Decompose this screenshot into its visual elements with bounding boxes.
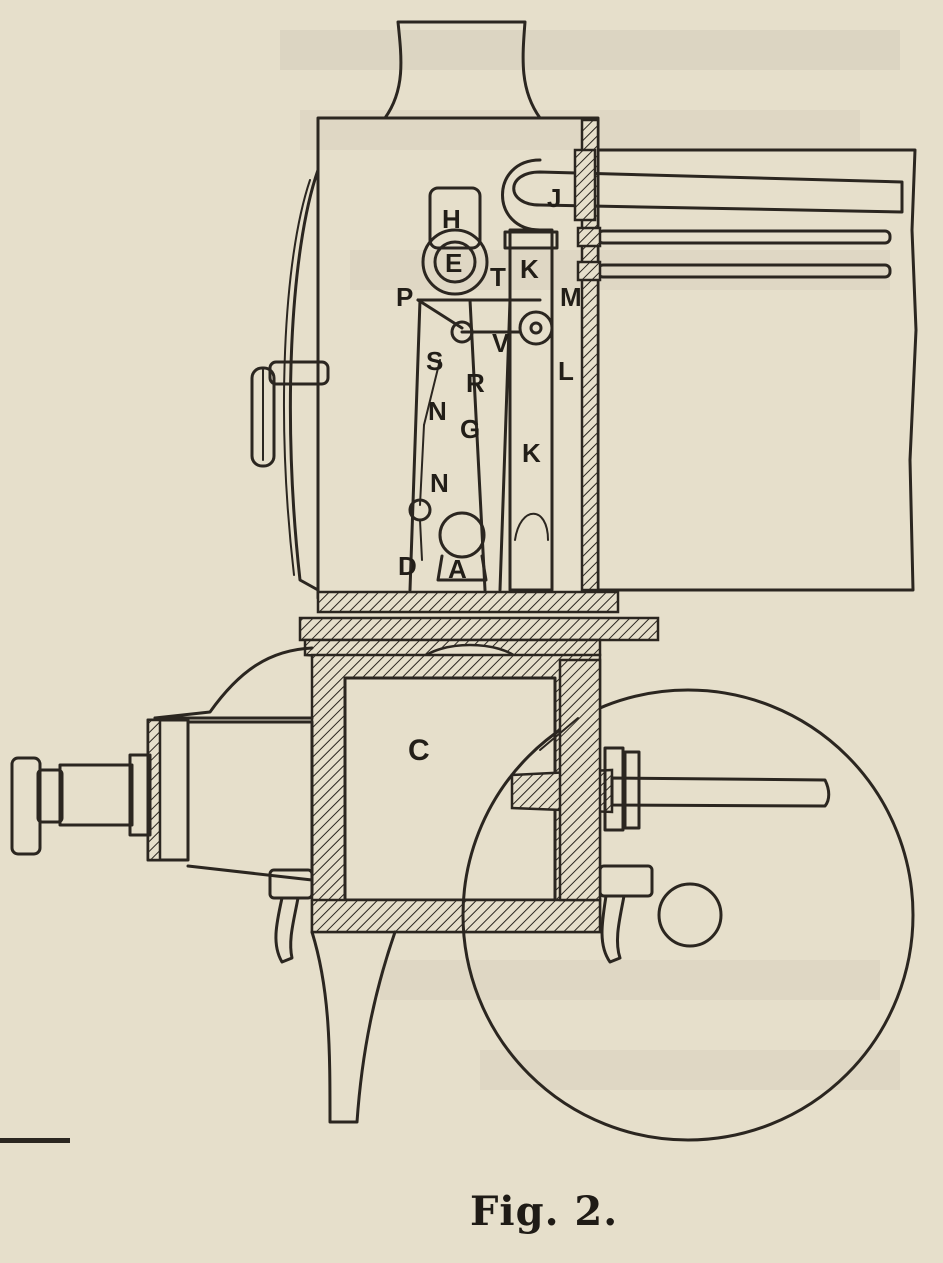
door-handle (250, 360, 330, 468)
page-bleed-through (280, 30, 900, 1090)
label-j: J (547, 183, 561, 213)
right-valve (598, 864, 654, 964)
label-g: G (460, 414, 480, 444)
tube-j (512, 170, 904, 214)
globe-a (436, 511, 488, 582)
left-door (288, 168, 320, 592)
label-n-mid: N (428, 396, 447, 426)
left-valve (268, 868, 314, 964)
base-plate (316, 590, 620, 614)
lens-assembly (10, 646, 314, 882)
upper-rod (596, 229, 892, 245)
label-l: L (558, 356, 574, 386)
label-a: A (448, 554, 467, 584)
bottom-foot (310, 930, 397, 1124)
label-r: R (466, 368, 485, 398)
text-rule (0, 1138, 70, 1143)
label-h: H (442, 204, 461, 234)
label-c: C (408, 734, 430, 767)
label-p: P (396, 282, 413, 312)
lever-system (408, 298, 554, 592)
label-n-low: N (430, 468, 449, 498)
label-k-top: K (520, 254, 539, 284)
pulley-hub-hole (657, 882, 723, 948)
pulley-wheel (461, 688, 915, 1142)
label-t: T (490, 262, 506, 292)
right-extension-box (596, 148, 918, 592)
label-e: E (445, 248, 462, 278)
label-k-mid: K (522, 438, 541, 468)
label-v: V (492, 328, 510, 358)
block-h (428, 186, 482, 250)
tube-j-flange (573, 148, 597, 222)
wheel-e (421, 228, 489, 296)
label-s: S (426, 346, 443, 376)
axle-shaft (510, 658, 831, 902)
figure-labels: H E J T K M P S R V L N G K N D A C (396, 183, 582, 767)
figure-caption: Fig. 2. (470, 1188, 619, 1235)
label-d: D (398, 551, 417, 581)
label-m: M (560, 282, 582, 312)
column-k (508, 228, 554, 592)
